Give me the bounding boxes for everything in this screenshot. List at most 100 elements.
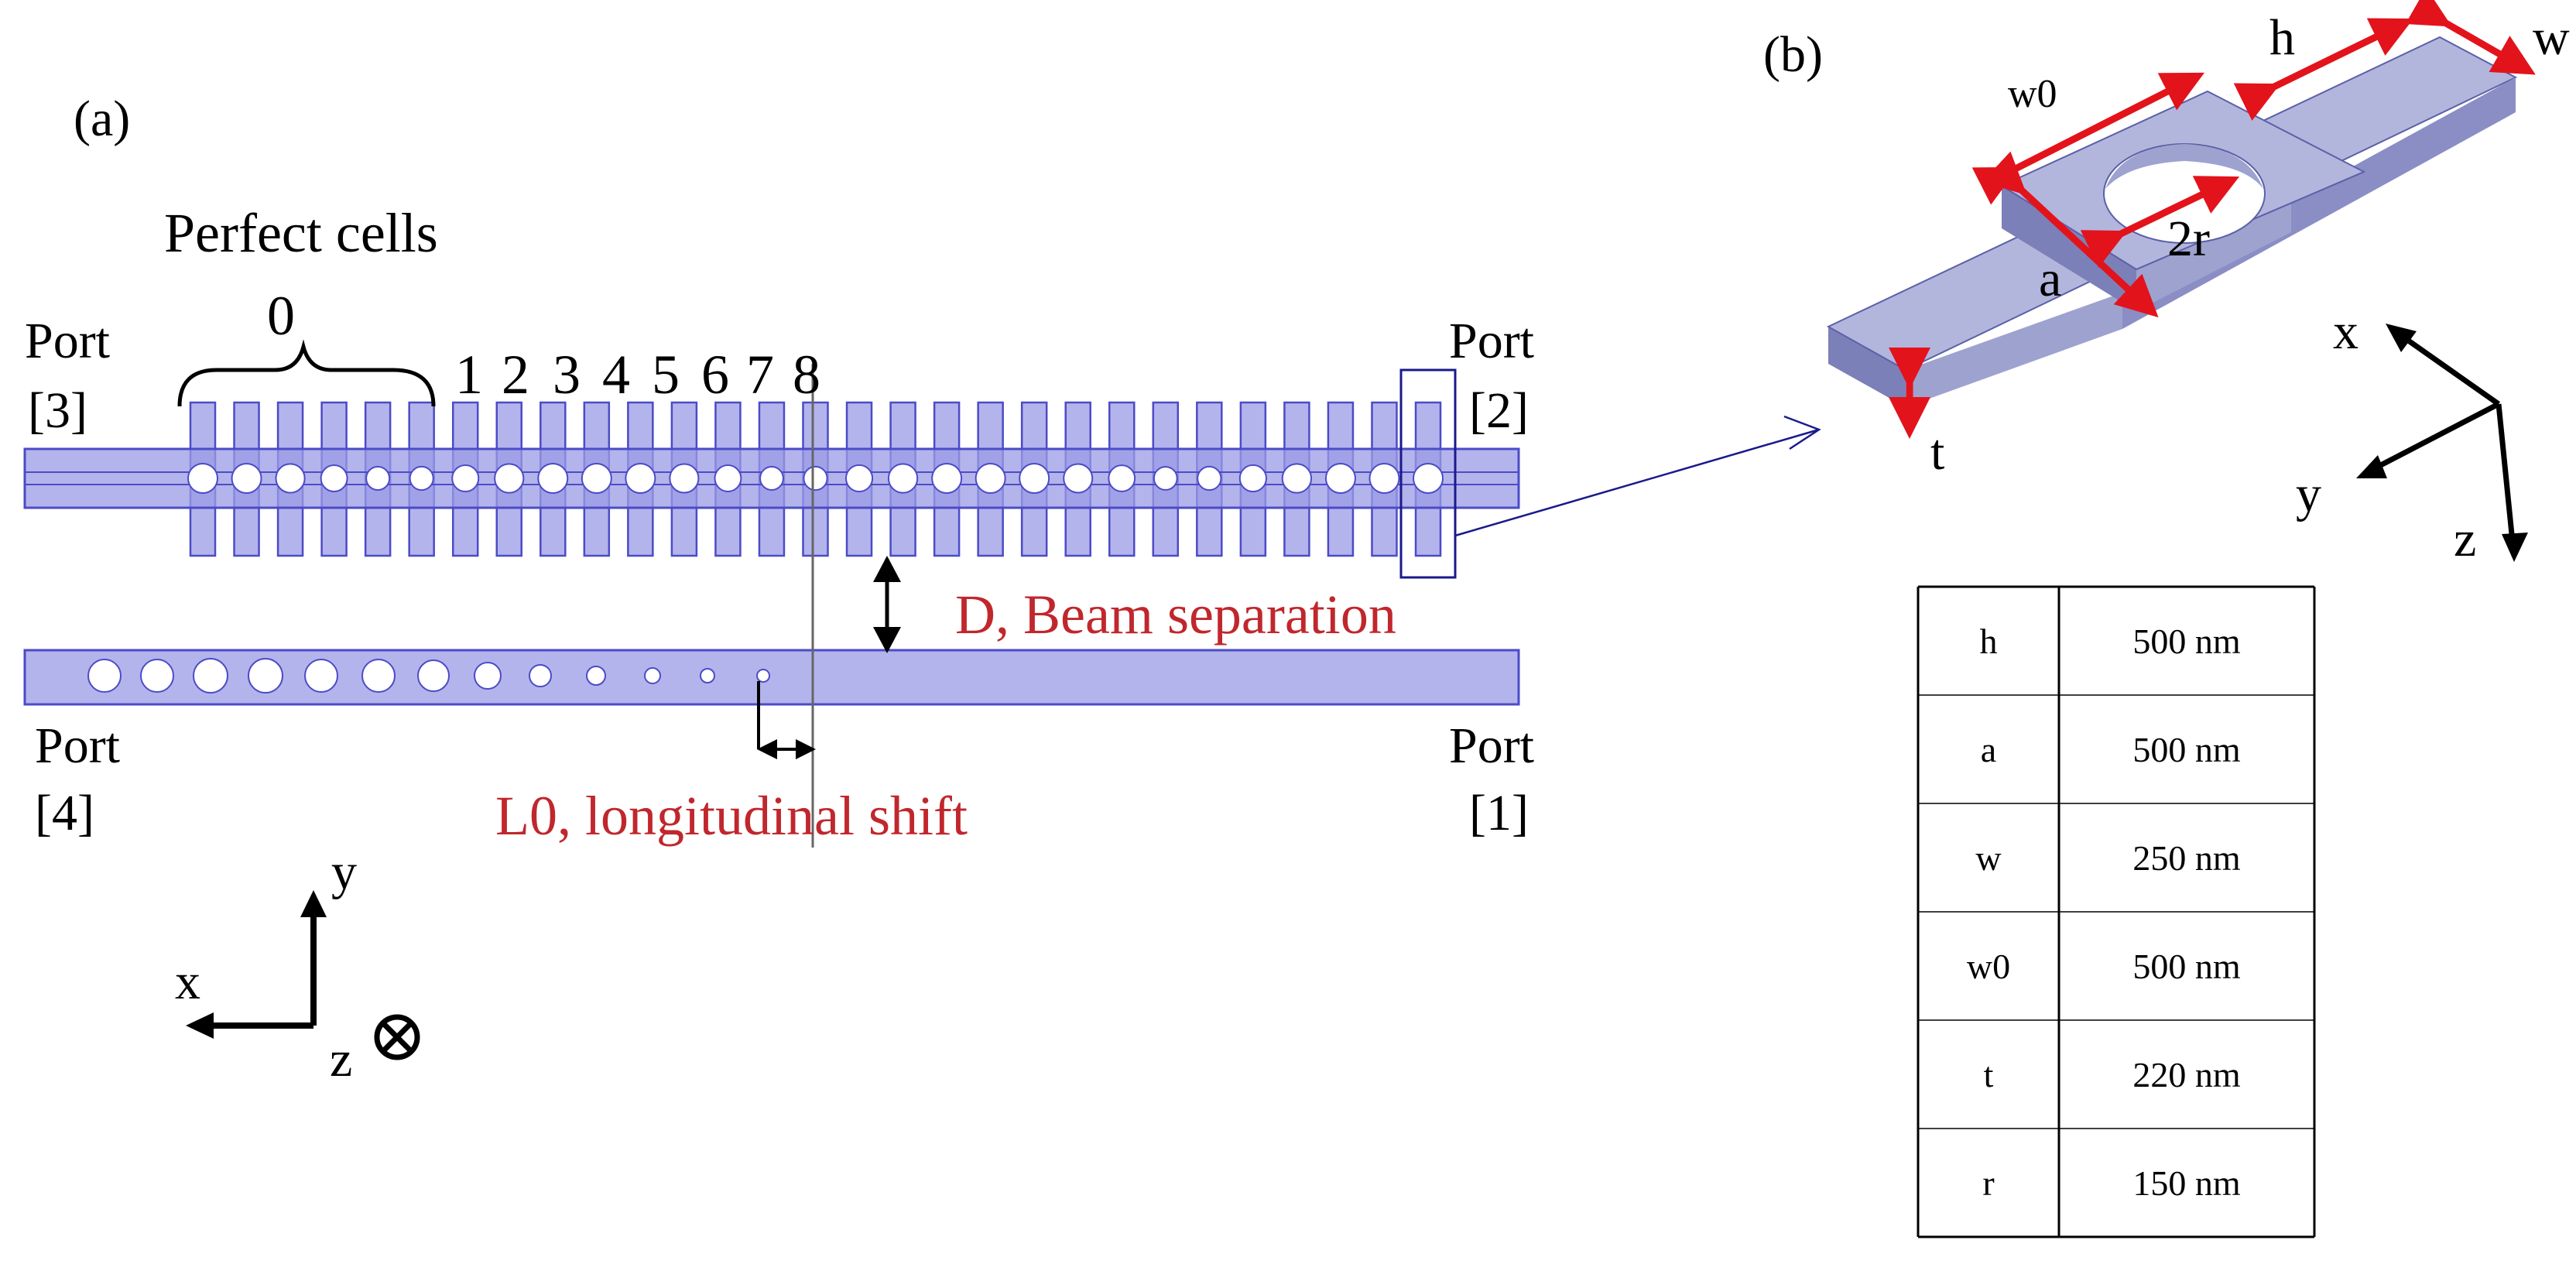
cell-number-label: 3 bbox=[553, 344, 581, 406]
hole bbox=[87, 659, 122, 693]
cell-number-label: 6 bbox=[701, 344, 729, 406]
port2-index: [2] bbox=[1469, 382, 1529, 439]
axis-z-label: z bbox=[2454, 511, 2476, 567]
table-value-cell: 500 nm bbox=[2132, 947, 2241, 986]
top-nanobeam bbox=[23, 401, 1520, 557]
hole bbox=[187, 463, 218, 494]
port3-index: [3] bbox=[28, 382, 87, 439]
table-value-cell: 500 nm bbox=[2132, 730, 2241, 769]
port3-name: Port bbox=[25, 313, 110, 369]
hole bbox=[193, 658, 228, 694]
hole bbox=[409, 465, 434, 492]
dim-2r-label: 2r bbox=[2167, 211, 2210, 267]
hole bbox=[975, 463, 1006, 494]
hole bbox=[474, 662, 502, 690]
dim-w-arrow bbox=[2405, 0, 2536, 75]
into-page-icon bbox=[374, 1014, 420, 1060]
beam-side-face bbox=[1906, 293, 2122, 407]
hole bbox=[1368, 463, 1400, 494]
perfect-cells-label: Perfect cells bbox=[164, 202, 438, 264]
dim-w-label: w bbox=[2533, 9, 2570, 66]
hole bbox=[625, 463, 656, 494]
table-value-cell: 500 nm bbox=[2132, 622, 2241, 661]
bottom-hole-array bbox=[87, 658, 770, 694]
beam-separation-arrowhead bbox=[873, 556, 901, 582]
cell-number-label: 5 bbox=[652, 344, 680, 406]
port2-name: Port bbox=[1449, 313, 1534, 369]
hole bbox=[887, 463, 919, 494]
hole bbox=[361, 659, 396, 693]
hole bbox=[304, 659, 338, 693]
hole bbox=[714, 464, 742, 492]
shift-arrowhead bbox=[757, 739, 777, 759]
cell-zero-label: 0 bbox=[267, 285, 295, 347]
hole bbox=[320, 464, 348, 492]
table-value-cell: 150 nm bbox=[2132, 1163, 2241, 1203]
axes-a: y x z bbox=[175, 844, 420, 1087]
dim-h-arrow bbox=[2233, 18, 2414, 122]
table-param-cell: h bbox=[1980, 622, 1998, 661]
hole bbox=[700, 668, 715, 683]
axes-b: x y z bbox=[2296, 303, 2528, 567]
dim-a-label: a bbox=[2039, 251, 2061, 307]
longitudinal-shift-label: L0, longitudinal shift bbox=[495, 785, 968, 847]
hole bbox=[1238, 464, 1267, 493]
port4-name: Port bbox=[35, 718, 120, 774]
perfect-cells-brace bbox=[177, 339, 436, 407]
table-param-cell: a bbox=[1981, 730, 1996, 769]
hole bbox=[529, 664, 552, 687]
axis-y-label: y bbox=[2296, 466, 2321, 522]
table-param-cell: w0 bbox=[1967, 947, 2010, 986]
beam-separation-label: D, Beam separation bbox=[955, 584, 1396, 646]
hole bbox=[494, 463, 525, 494]
hole bbox=[581, 463, 612, 494]
dim-t-label: t bbox=[1930, 424, 1944, 481]
hole bbox=[1413, 463, 1444, 494]
table-param-cell: t bbox=[1984, 1055, 1994, 1094]
port1-name: Port bbox=[1449, 718, 1534, 774]
dim-a-arrow bbox=[1982, 151, 2159, 318]
hole bbox=[756, 669, 770, 683]
hole bbox=[759, 466, 784, 491]
cell-number-label: 7 bbox=[746, 344, 774, 406]
panel-b: (b) w0 h w 2r bbox=[1763, 0, 2570, 1238]
dim-h-label: h bbox=[2269, 9, 2295, 66]
table-value-cell: 220 nm bbox=[2132, 1055, 2241, 1094]
hole bbox=[644, 667, 661, 684]
link-arrowhead bbox=[1783, 415, 1821, 450]
axis-x-label: x bbox=[2333, 303, 2358, 360]
table-value-cell: 250 nm bbox=[2132, 838, 2241, 878]
hole bbox=[844, 464, 874, 493]
hole bbox=[803, 465, 828, 492]
hole bbox=[275, 463, 306, 494]
hole bbox=[1281, 463, 1313, 494]
bottom-nanobeam bbox=[23, 649, 1520, 706]
hole bbox=[417, 659, 450, 692]
panel-a-label: (a) bbox=[74, 91, 130, 147]
beam-separation-arrowhead bbox=[873, 627, 901, 653]
hole bbox=[931, 463, 963, 494]
hole bbox=[586, 666, 606, 686]
hole bbox=[365, 465, 391, 492]
hole bbox=[1019, 463, 1050, 494]
hole bbox=[1108, 464, 1136, 492]
axis-z-label: z bbox=[330, 1031, 352, 1087]
panel-b-label: (b) bbox=[1763, 26, 1823, 83]
hole bbox=[669, 463, 700, 494]
cell-number-label: 1 bbox=[455, 344, 483, 406]
hole bbox=[231, 463, 262, 494]
link-line bbox=[1454, 428, 1820, 537]
cell-number-label: 2 bbox=[502, 344, 529, 406]
beam-front-face bbox=[1828, 327, 1906, 407]
axis-x-label: x bbox=[175, 954, 200, 1010]
top-hole-array bbox=[187, 463, 1444, 494]
table-param-cell: r bbox=[1982, 1163, 1994, 1203]
shift-arrowhead bbox=[796, 739, 816, 759]
cell-number-label: 8 bbox=[793, 344, 820, 406]
hole bbox=[248, 658, 283, 694]
